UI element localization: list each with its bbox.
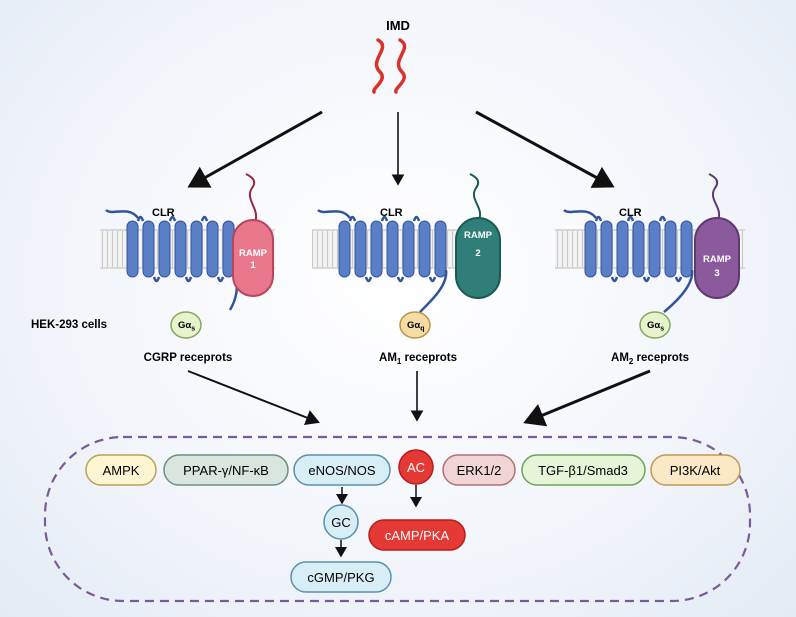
ramp2-protein [455,217,501,299]
gc-label: GC [331,515,351,530]
pathway-ac: AC [398,449,434,485]
clr-helices [126,215,239,311]
ramp-peptide-tail [708,173,720,223]
ramp-peptide-tail [469,173,481,223]
clr-n-terminus [105,208,139,219]
arrow-cgrp-to-pathways [187,370,320,426]
pathway-pi3k: PI3K/Akt [650,454,741,486]
pathway-ampk: AMPK [85,454,157,486]
g-protein-gas [170,311,202,339]
svg-text:Gαs: Gαs [647,320,664,333]
g-protein-subscript: s [191,326,195,333]
g-protein-label: Gα [178,320,191,331]
g-protein-subscript: s [660,326,664,333]
pathway-tgf: TGF-β1/Smad3 [521,454,646,486]
arrow-imd-to-cgrp [187,110,323,188]
ramp-label: RAMP [464,230,493,241]
pathway-cgmp: cGMP/PKG [290,561,392,593]
receptor-complex-am2: CLR RAMP 3 Gαs AM2 receprots [555,173,745,366]
imd-peptide-strand-left [372,38,385,94]
enos-label: eNOS/NOS [308,463,376,478]
pathway-erk: ERK1/2 [442,454,516,486]
ramp-number: 1 [250,260,256,271]
clr-label: CLR [619,207,642,219]
clr-label: CLR [380,207,403,219]
intracellular-boundary [43,435,752,603]
g-protein-label: Gα [647,320,660,331]
ramp-label: RAMP [239,248,268,259]
g-protein-gas [639,311,671,339]
receptor-name: CGRP receprots [144,352,233,364]
ramp-number: 3 [714,268,719,279]
svg-text:Gαq: Gαq [407,320,425,333]
svg-text:Gαs: Gαs [178,320,195,333]
ramp3-protein [694,217,740,299]
ppar-label: PPAR-γ/NF-κB [183,463,269,478]
ramp-number: 2 [475,248,480,259]
clr-label: CLR [152,207,175,219]
ramp-label: RAMP [703,254,732,265]
g-protein-subscript: q [420,326,424,333]
cell-type-label: HEK-293 cells [31,319,107,331]
pi3k-label: PI3K/Akt [670,463,721,478]
receptor-name: AM2 receprots [611,352,689,366]
arrow-imd-to-am2 [475,110,615,188]
camp-label: cAMP/PKA [385,528,450,543]
imd-title: IMD [386,18,410,33]
clr-n-terminus [317,208,351,219]
receptor-complex-cgrp: CLR RAMP 1 Gαs CGRP receprots [100,173,275,364]
ramp-peptide-tail [245,173,257,225]
tgf-label: TGF-β1/Smad3 [538,463,628,478]
receptor-name: AM1 receprots [379,352,457,366]
imd-peptide-strand-right [394,38,407,94]
erk-label: ERK1/2 [457,463,502,478]
ac-label: AC [407,460,425,475]
receptor-complex-am1: CLR RAMP 2 Gαq AM1 receprots [312,173,501,366]
clr-helices [338,215,448,313]
ampk-label: AMPK [103,463,140,478]
g-protein-gaq [399,311,431,339]
clr-n-terminus [563,208,597,219]
g-protein-label: Gα [407,320,420,331]
pathway-camp: cAMP/PKA [368,519,466,551]
clr-helices [584,215,694,313]
arrow-am2-to-pathways [523,369,651,427]
cgmp-label: cGMP/PKG [307,570,374,585]
pathway-enos: eNOS/NOS [293,454,391,486]
ramp1-protein [232,219,274,297]
pathway-gc: GC [323,504,359,540]
pathway-ppar: PPAR-γ/NF-κB [163,454,289,486]
